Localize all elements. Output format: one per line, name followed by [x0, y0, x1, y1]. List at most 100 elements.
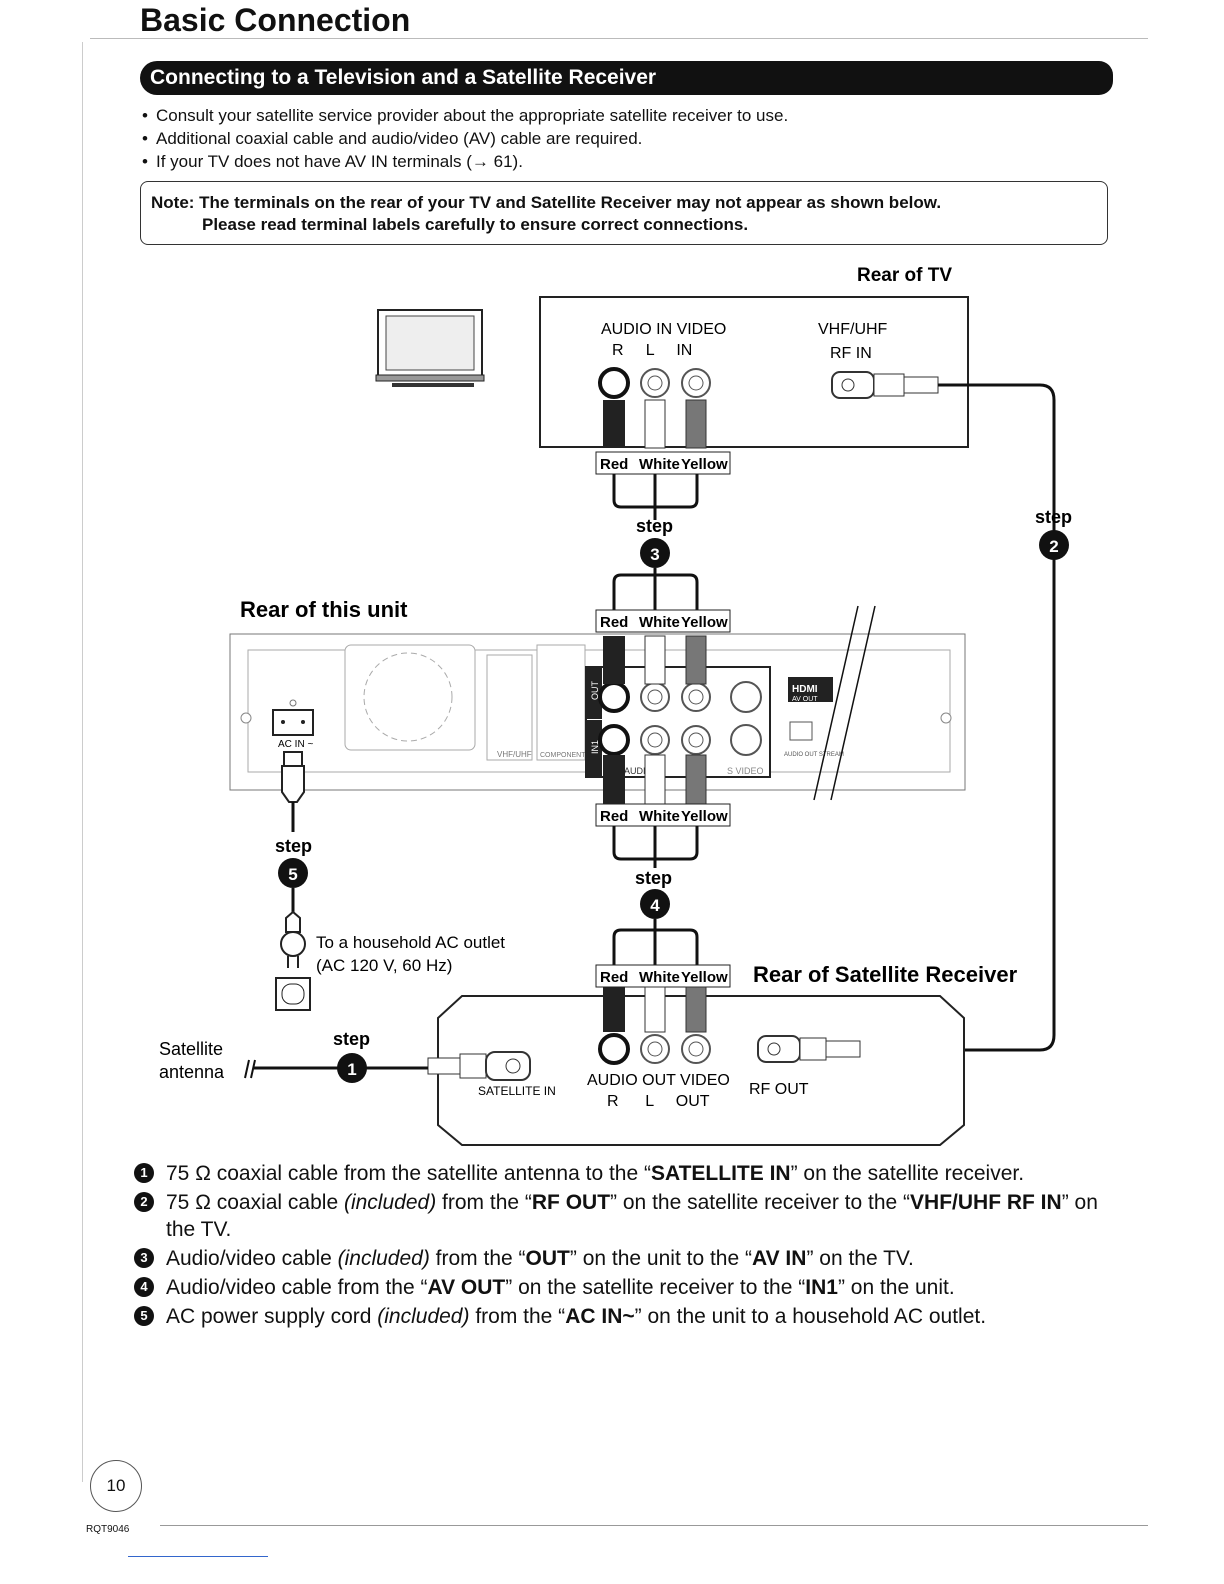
instruction-text: ” on the satellite receiver.	[790, 1162, 1025, 1185]
bullet-item: If your TV does not have AV IN terminals…	[140, 150, 1120, 173]
cable-yellow-label: Yellow	[681, 456, 728, 473]
instruction-term: AV OUT	[427, 1276, 506, 1299]
unit-rear-panel: VHF/UHF COMPONENT VIDEO OUT OUT IN1 S VI…	[229, 605, 966, 806]
unit-in1-label: IN1	[590, 740, 600, 754]
instruction-text: from the “	[436, 1191, 532, 1214]
tv-r-l-in-label: R L IN	[612, 342, 692, 359]
instruction-term: OUT	[525, 1247, 570, 1270]
ac-outlet-spec: (AC 120 V, 60 Hz)	[316, 956, 452, 975]
instruction-text: from the “	[429, 1247, 526, 1270]
step-3-number: 3	[650, 545, 659, 564]
instruction-text: 75 Ω coaxial cable from the satellite an…	[166, 1162, 651, 1185]
step-4-number: 4	[650, 896, 660, 915]
instruction-text: Audio/video cable	[166, 1247, 338, 1270]
unit-audio-label: AUDIO	[624, 766, 653, 776]
rear-of-tv-label: Rear of TV	[857, 265, 952, 286]
step-number-badge: 3	[134, 1248, 154, 1268]
tv-rf-in-label: RF IN	[830, 345, 872, 362]
footer-rule	[160, 1525, 1148, 1526]
cable-joiner	[612, 826, 699, 868]
instruction-item: 2 75 Ω coaxial cable (included) from the …	[134, 1189, 1124, 1243]
page-title: Basic Connection	[140, 2, 411, 38]
cable-joiner	[612, 474, 699, 520]
unit-component-label: COMPONENT VIDEO OUT	[540, 752, 627, 759]
cable-red-label: Red	[600, 614, 628, 631]
coax-cable-step2	[860, 383, 1056, 1052]
step-number-badge: 5	[134, 1306, 154, 1326]
bullet-item: Consult your satellite service provider …	[140, 104, 1120, 127]
ac-outlet-label: To a household AC outlet	[316, 933, 505, 952]
instruction-text: ” on the satellite receiver to the “	[505, 1276, 806, 1299]
instruction-term: AV IN	[751, 1247, 807, 1270]
instruction-text: from the “	[469, 1305, 566, 1328]
cable-red-label: Red	[600, 456, 628, 473]
cable-red-label: Red	[600, 969, 628, 986]
instruction-note: (included)	[337, 1247, 430, 1270]
ac-power-cord	[275, 751, 311, 1011]
unit-ac-in-label: AC IN ~	[278, 739, 313, 750]
step-number-badge: 4	[134, 1277, 154, 1297]
tv-icon	[375, 309, 485, 387]
cable-label-unit-out: Red White Yellow	[595, 609, 731, 633]
unit-av-out-label: AV OUT	[792, 696, 818, 703]
step-1-number: 1	[347, 1060, 356, 1079]
instruction-text: ” on the TV.	[806, 1247, 914, 1270]
satellite-in-jack	[427, 1051, 531, 1081]
instruction-term: AC IN~	[565, 1305, 635, 1328]
step-2-word: step	[1035, 507, 1072, 527]
bullet-list: Consult your satellite service provider …	[140, 104, 1120, 173]
section-heading: Connecting to a Television and a Satelli…	[140, 61, 1113, 95]
bullet-item: Additional coaxial cable and audio/video…	[140, 127, 1120, 150]
cable-joiner	[612, 568, 699, 610]
instruction-note: (included)	[343, 1191, 437, 1214]
step-5-number: 5	[288, 865, 297, 884]
instruction-text: ” on the TV.	[166, 1191, 1098, 1241]
cable-white-label: White	[639, 614, 680, 631]
unit-out-label: OUT	[590, 681, 600, 701]
note-box: Note: The terminals on the rear of your …	[140, 181, 1108, 245]
cable-white-label: White	[639, 456, 680, 473]
cable-yellow-label: Yellow	[681, 614, 728, 631]
sat-rf-out-label: RF OUT	[749, 1081, 809, 1098]
satellite-in-label: SATELLITE IN	[478, 1084, 556, 1098]
step-4-badge	[640, 889, 670, 919]
unit-vhf-uhf-label: VHF/UHF	[497, 750, 532, 759]
instruction-text: ” on the satellite receiver to the “	[610, 1191, 911, 1214]
step-number-badge: 2	[134, 1192, 154, 1212]
instruction-item: 3 Audio/video cable (included) from the “…	[134, 1245, 1124, 1272]
cable-joiner	[612, 919, 699, 965]
satellite-antenna-label: antenna	[159, 1062, 225, 1082]
sat-audio-out-video-label: AUDIO OUT VIDEO	[587, 1072, 730, 1089]
step-5-badge	[278, 858, 308, 888]
sat-rf-out-jack	[757, 1035, 861, 1063]
tv-audio-in-video-label: AUDIO IN VIDEO	[601, 321, 726, 338]
unit-digital-audio-label: AUDIO OUT STREAM	[784, 752, 844, 758]
instruction-term: VHF/UHF RF IN	[910, 1191, 1062, 1214]
rear-of-satellite-label: Rear of Satellite Receiver	[753, 962, 1018, 987]
step-2-badge	[1039, 530, 1069, 560]
instruction-text: ” on the unit.	[837, 1276, 955, 1299]
page-number: 10	[90, 1460, 142, 1512]
step-1-word: step	[333, 1029, 370, 1049]
title-rule	[90, 38, 1148, 39]
unit-svideo-label: S VIDEO	[727, 766, 764, 776]
instruction-text: 75 Ω coaxial cable	[166, 1191, 344, 1214]
antenna-break-mark	[244, 1059, 256, 1079]
unit-hdmi-label: HDMI	[792, 684, 818, 695]
instruction-text: ” on the unit to a household AC outlet.	[634, 1305, 987, 1328]
instruction-term: RF OUT	[531, 1191, 611, 1214]
step-2-number: 2	[1049, 537, 1058, 556]
step-5-word: step	[275, 836, 312, 856]
cable-label-satellite: Red White Yellow	[595, 964, 731, 988]
satellite-av-jacks	[598, 986, 711, 1065]
tv-vhf-uhf-label: VHF/UHF	[818, 321, 888, 338]
note-line: Note: The terminals on the rear of your …	[151, 193, 942, 212]
note-line: Please read terminal labels carefully to…	[202, 215, 749, 234]
cable-yellow-label: Yellow	[681, 969, 728, 986]
margin-rule	[82, 42, 83, 1482]
step-3-badge	[640, 538, 670, 568]
